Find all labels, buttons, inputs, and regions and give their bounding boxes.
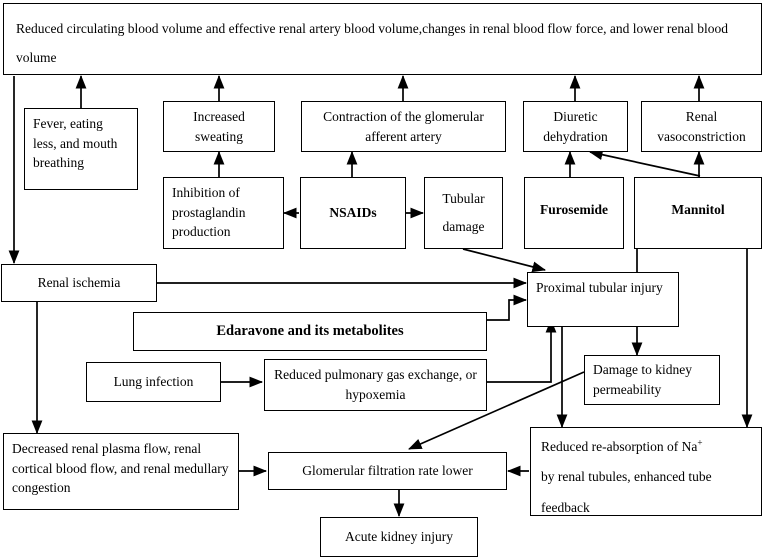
reabsorption-label-line3: feedback: [541, 499, 590, 515]
node-nsaids: NSAIDs: [300, 177, 406, 249]
na-plus-superscript: +: [697, 437, 703, 448]
edaravone-label: Edaravone and its metabolites: [216, 322, 404, 339]
damage-permeability-label: Damage to kidney permeability: [593, 362, 692, 397]
edge-permeability-to-gfr: [408, 371, 585, 450]
mannitol-label: Mannitol: [671, 202, 725, 217]
lung-infection-label: Lung infection: [113, 374, 194, 390]
node-acute-kidney-injury: Acute kidney injury: [320, 517, 478, 557]
edge-pulmonary-to-proximal: [487, 318, 557, 383]
node-tubular-damage: Tubular damage: [424, 177, 503, 249]
edge-mannitol-to-diuretic: [589, 149, 701, 177]
fever-label: Fever, eating less, and mouth breathing: [33, 116, 118, 171]
contraction-label: Contraction of the glomerular afferent a…: [323, 108, 484, 144]
decreased-flow-label: Decreased renal plasma flow, renal corti…: [12, 441, 229, 496]
node-proximal-tubular-injury: Proximal tubular injury: [527, 272, 679, 327]
acute-kidney-injury-label: Acute kidney injury: [345, 529, 453, 545]
node-furosemide: Furosemide: [524, 177, 624, 249]
node-title-box: Reduced circulating blood volume and eff…: [3, 3, 762, 75]
node-damage-kidney-permeability: Damage to kidney permeability: [584, 355, 720, 405]
node-lung-infection: Lung infection: [86, 362, 221, 402]
furosemide-label: Furosemide: [540, 202, 608, 217]
diuretic-label: Diuretic dehydration: [543, 108, 608, 144]
node-reduced-pulmonary-gas: Reduced pulmonary gas exchange, or hypox…: [264, 359, 487, 411]
node-edaravone: Edaravone and its metabolites: [133, 312, 487, 351]
edge-edaravone-to-proximal: [487, 294, 528, 321]
reabsorption-label-line1: Reduced re-absorption of Na+: [541, 437, 703, 454]
node-contraction-afferent-artery: Contraction of the glomerular afferent a…: [301, 101, 506, 152]
node-reduced-reabsorption-na: Reduced re-absorption of Na+ by renal tu…: [530, 427, 762, 516]
reduced-pulmonary-label: Reduced pulmonary gas exchange, or hypox…: [274, 367, 477, 402]
reabsorption-label-line2: by renal tubules, enhanced tube: [541, 469, 712, 485]
inhibition-label: Inhibition of prostaglandin production: [172, 185, 246, 240]
node-fever: Fever, eating less, and mouth breathing: [24, 108, 138, 190]
node-renal-vasoconstriction: Renal vasoconstriction: [641, 101, 762, 152]
node-decreased-renal-plasma-flow: Decreased renal plasma flow, renal corti…: [3, 433, 239, 510]
nsaids-label: NSAIDs: [329, 205, 377, 221]
tubular-damage-label-line1: Tubular: [442, 190, 485, 206]
edge-tubular-to-proximal: [462, 248, 546, 273]
tubular-damage-label-line2: damage: [442, 219, 485, 234]
renal-ischemia-label: Renal ischemia: [37, 275, 121, 291]
node-increased-sweating: Increased sweating: [163, 101, 275, 152]
title-box-label: Reduced circulating blood volume and eff…: [16, 21, 728, 66]
proximal-label: Proximal tubular injury: [536, 280, 663, 295]
node-gfr-lower: Glomerular filtration rate lower: [268, 452, 507, 490]
node-renal-ischemia: Renal ischemia: [1, 264, 157, 302]
increased-sweating-label: Increased sweating: [193, 108, 245, 144]
node-mannitol: Mannitol: [634, 177, 762, 249]
node-diuretic-dehydration: Diuretic dehydration: [523, 101, 628, 152]
gfr-lower-label: Glomerular filtration rate lower: [302, 463, 473, 479]
vasoconstriction-label: Renal vasoconstriction: [657, 108, 746, 144]
node-inhibition-prostaglandin: Inhibition of prostaglandin production: [163, 177, 284, 249]
